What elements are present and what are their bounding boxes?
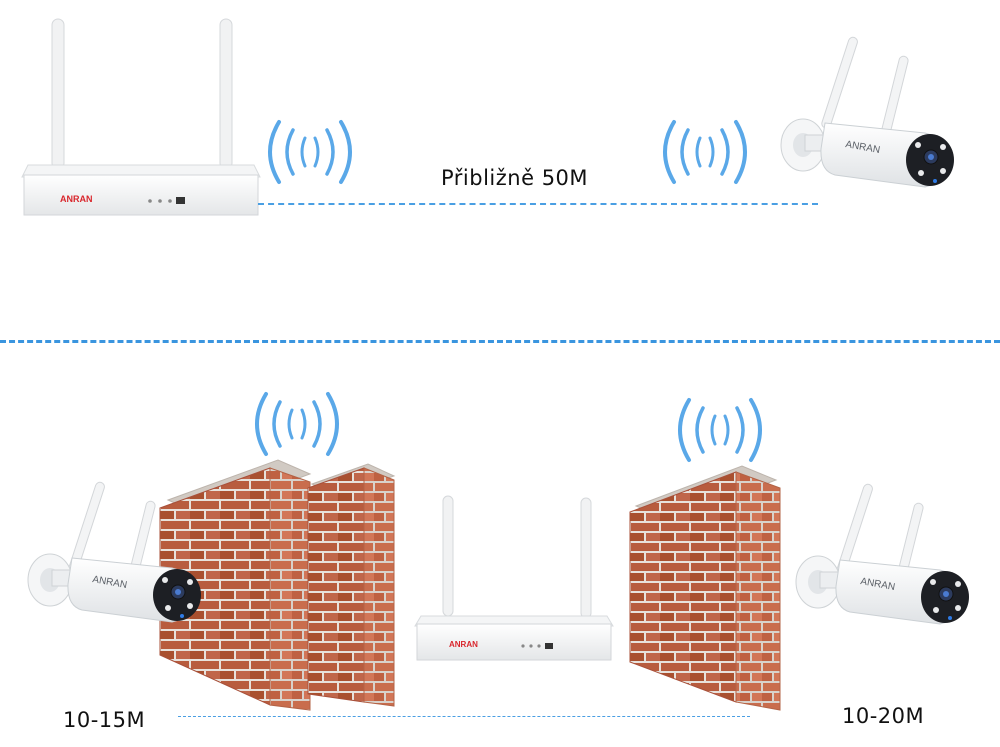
wifi-icon — [268, 120, 352, 184]
brick-wall-right — [629, 465, 781, 711]
nvr-router-bottom: ANRAN — [414, 495, 614, 661]
distance-label-top: Přibližně 50M — [441, 166, 589, 190]
distance-label-bottom-right: 10-20M — [842, 704, 925, 728]
wifi-icon — [255, 392, 339, 456]
nvr-router-top: ANRAN — [21, 18, 261, 216]
brick-wall-left — [159, 459, 312, 711]
brick-wall-middle — [307, 463, 396, 707]
distance-label-bottom-left: 10-15M — [63, 708, 146, 732]
distance-line-bottom — [178, 716, 750, 717]
security-camera-bottom-left: ANRAN — [27, 481, 201, 623]
security-camera-top: ANRAN — [780, 36, 954, 188]
section-divider — [0, 340, 1000, 343]
wifi-icon — [663, 120, 747, 184]
wifi-icon — [678, 398, 762, 462]
svg-text:ANRAN: ANRAN — [449, 640, 478, 649]
distance-line-top — [258, 203, 818, 205]
brand-logo: ANRAN — [60, 194, 93, 204]
security-camera-bottom-right: ANRAN — [795, 483, 969, 625]
